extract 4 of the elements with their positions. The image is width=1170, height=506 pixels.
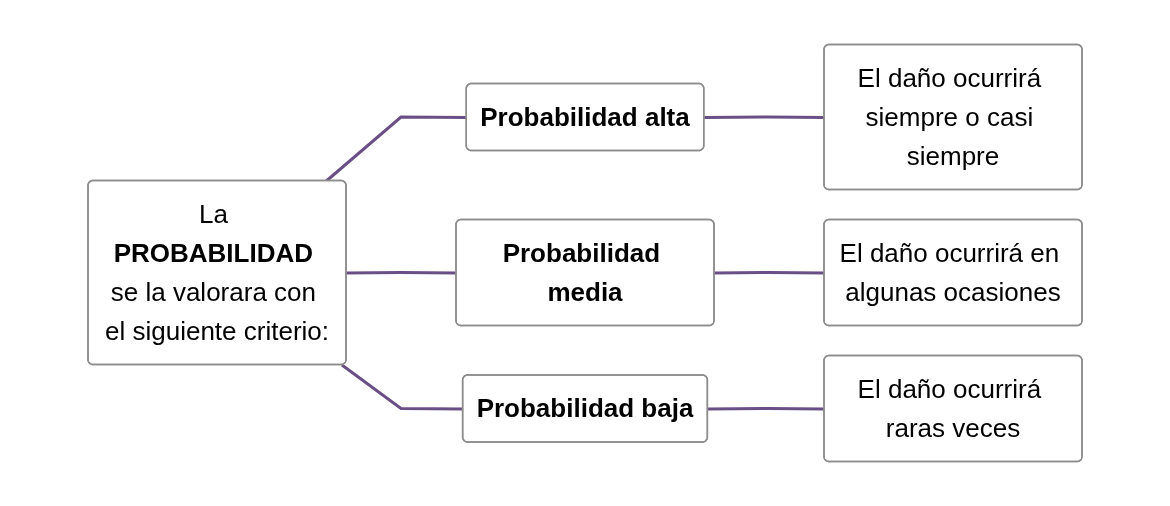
connector: [704, 115, 825, 119]
connector: [346, 271, 457, 275]
connector: [707, 407, 825, 411]
connector: [714, 271, 825, 275]
